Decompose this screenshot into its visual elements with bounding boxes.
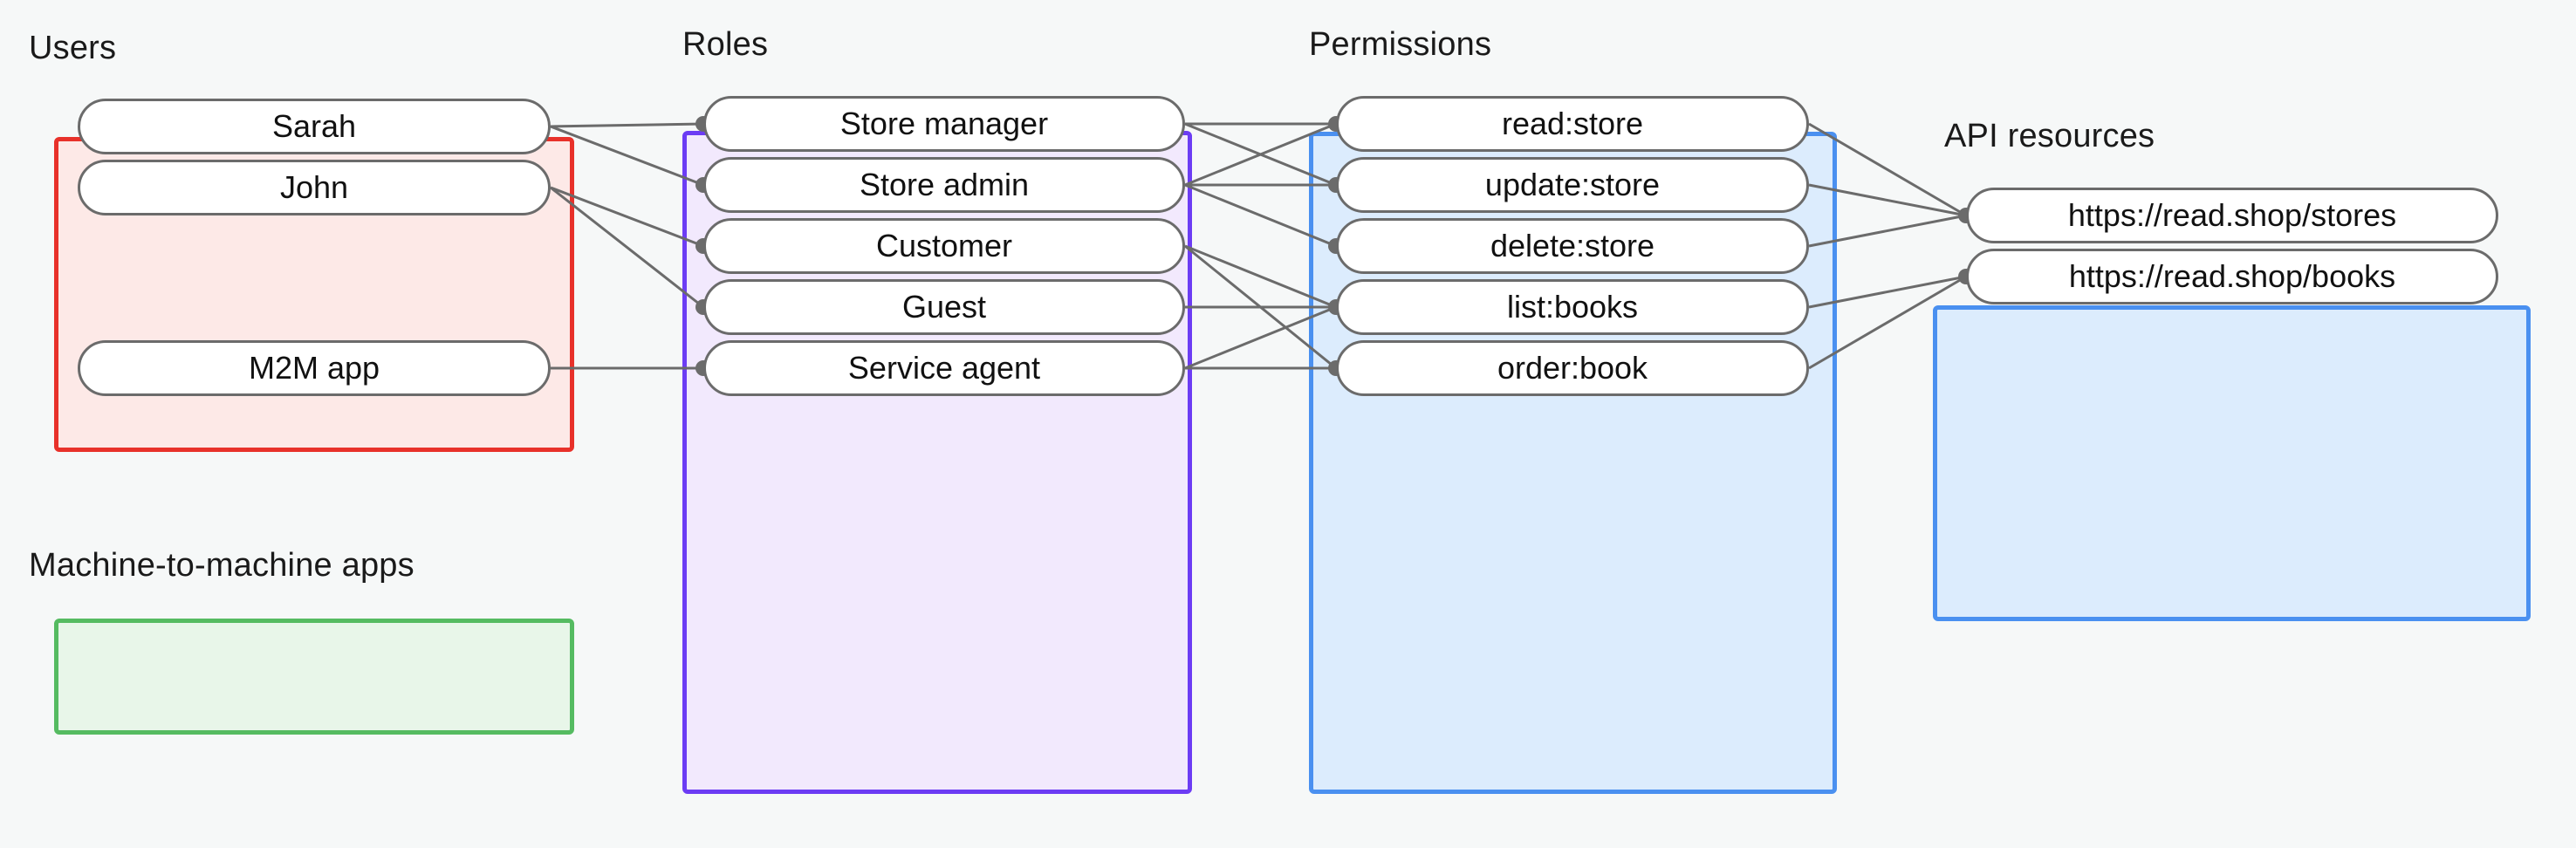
node-label: list:books [1506, 289, 1639, 325]
node-m2m_app[interactable]: M2M app [78, 340, 551, 396]
node-label: Customer [875, 228, 1013, 263]
node-service_agent[interactable]: Service agent [703, 340, 1185, 396]
node-store_admin[interactable]: Store admin [703, 157, 1185, 213]
group-label-api: API resources [1944, 118, 2155, 154]
node-read_store[interactable]: read:store [1336, 96, 1809, 152]
node-label: read:store [1501, 106, 1644, 141]
node-label: https://read.shop/books [2068, 258, 2396, 294]
node-update_store[interactable]: update:store [1336, 157, 1809, 213]
node-res_stores[interactable]: https://read.shop/stores [1966, 188, 2498, 243]
node-label: Sarah [271, 108, 357, 144]
node-label: Store admin [859, 167, 1030, 202]
node-list_books[interactable]: list:books [1336, 279, 1809, 335]
group-label-m2m: Machine-to-machine apps [29, 547, 414, 584]
node-res_books[interactable]: https://read.shop/books [1966, 249, 2498, 304]
node-john[interactable]: John [78, 160, 551, 215]
node-delete_store[interactable]: delete:store [1336, 218, 1809, 274]
node-sarah[interactable]: Sarah [78, 99, 551, 154]
node-customer[interactable]: Customer [703, 218, 1185, 274]
node-label: update:store [1484, 167, 1661, 202]
node-label: order:book [1497, 350, 1648, 386]
node-guest[interactable]: Guest [703, 279, 1185, 335]
group-label-users: Users [29, 30, 117, 66]
group-label-permissions: Permissions [1309, 26, 1492, 63]
group-box-m2m [54, 619, 574, 735]
node-order_book[interactable]: order:book [1336, 340, 1809, 396]
node-label: https://read.shop/stores [2067, 197, 2397, 233]
node-label: Store manager [839, 106, 1049, 141]
node-label: Service agent [847, 350, 1041, 386]
group-box-api [1933, 305, 2531, 621]
edge-sarah-to-store_manager [550, 122, 704, 128]
node-store_manager[interactable]: Store manager [703, 96, 1185, 152]
node-label: John [279, 169, 349, 205]
group-label-roles: Roles [682, 26, 769, 63]
node-label: delete:store [1490, 228, 1655, 263]
node-label: M2M app [248, 350, 380, 386]
node-label: Guest [901, 289, 987, 325]
